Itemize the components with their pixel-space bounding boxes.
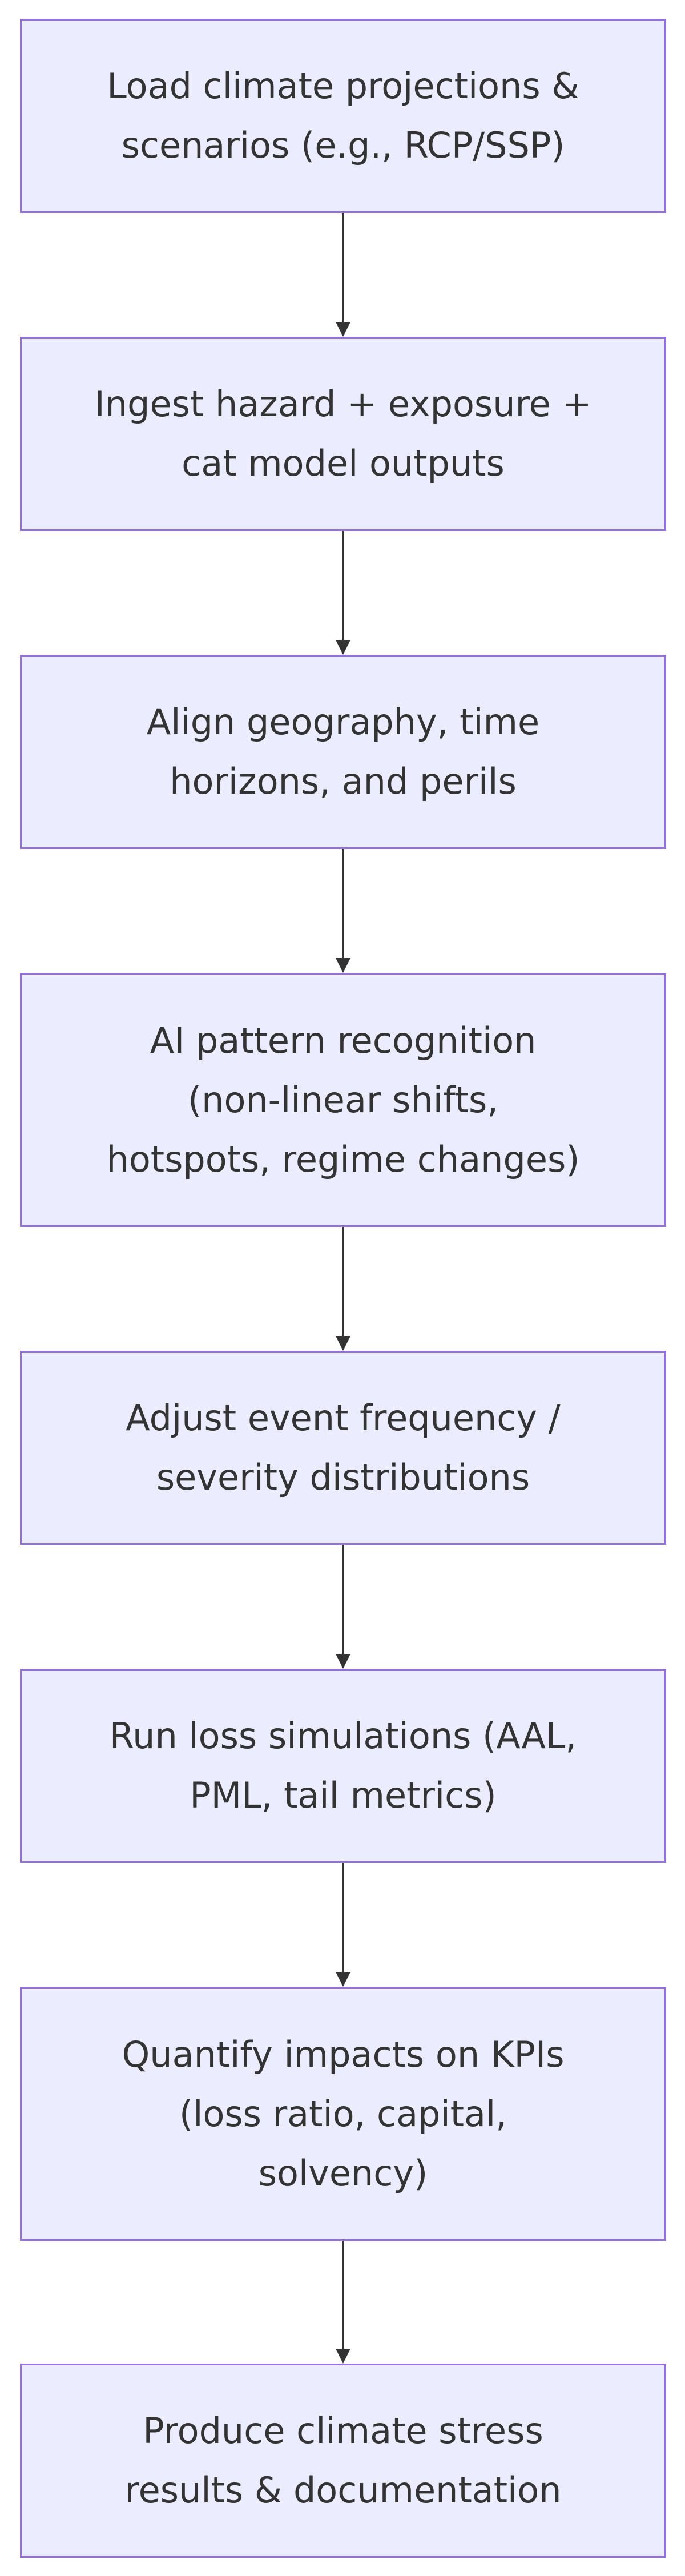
step-run-loss-simulations-line-1: Run loss simulations (AAL, (109, 1715, 577, 1757)
step-ai-pattern-recognition: AI pattern recognition (non-linear shift… (20, 973, 666, 1227)
step-quantify-impacts-line-1: Quantify impacts on KPIs (122, 2033, 565, 2075)
arrowhead-adjust-to-run (336, 1654, 350, 1669)
step-adjust-distributions: Adjust event frequency / severity distri… (20, 1351, 666, 1545)
step-quantify-impacts: Quantify impacts on KPIs (loss ratio, ca… (20, 1987, 666, 2241)
step-ingest-data-line-1: Ingest hazard + exposure + (94, 383, 592, 425)
step-adjust-distributions-line-1: Adjust event frequency / (126, 1397, 561, 1439)
step-produce-results: Produce climate stress results & documen… (20, 2364, 666, 2558)
step-ingest-data-line-2: cat model outputs (182, 442, 505, 484)
step-align-geography: Align geography, time horizons, and peri… (20, 655, 666, 849)
step-ai-pattern-recognition-line-3: hotspots, regime changes) (106, 1138, 580, 1180)
arrowhead-ai-to-adjust (336, 1336, 350, 1351)
arrowhead-ingest-to-align (336, 640, 350, 655)
step-load-projections-line-2: scenarios (e.g., RCP/SSP) (121, 124, 565, 166)
step-quantify-impacts-line-2: (loss ratio, capital, (179, 2092, 507, 2135)
step-produce-results-line-2: results & documentation (124, 2469, 562, 2511)
step-ingest-data: Ingest hazard + exposure + cat model out… (20, 337, 666, 531)
step-load-projections-line-1: Load climate projections & (107, 65, 579, 107)
step-ai-pattern-recognition-line-2: (non-linear shifts, (187, 1078, 499, 1121)
step-run-loss-simulations: Run loss simulations (AAL, PML, tail met… (20, 1669, 666, 1863)
step-quantify-impacts-line-3: solvency) (258, 2152, 428, 2194)
arrowhead-align-to-ai (336, 958, 350, 973)
arrowhead-quantify-to-produce (336, 2349, 350, 2364)
step-align-geography-line-2: horizons, and perils (170, 760, 517, 802)
step-ai-pattern-recognition-line-1: AI pattern recognition (150, 1019, 537, 1061)
step-run-loss-simulations-line-2: PML, tail metrics) (190, 1774, 497, 1816)
arrowhead-load-to-ingest (336, 322, 350, 337)
step-produce-results-line-1: Produce climate stress (143, 2410, 543, 2452)
step-adjust-distributions-line-2: severity distributions (156, 1456, 530, 1498)
arrowhead-run-to-quantify (336, 1972, 350, 1987)
step-load-projections: Load climate projections & scenarios (e.… (20, 19, 666, 213)
step-align-geography-line-1: Align geography, time (146, 701, 540, 743)
